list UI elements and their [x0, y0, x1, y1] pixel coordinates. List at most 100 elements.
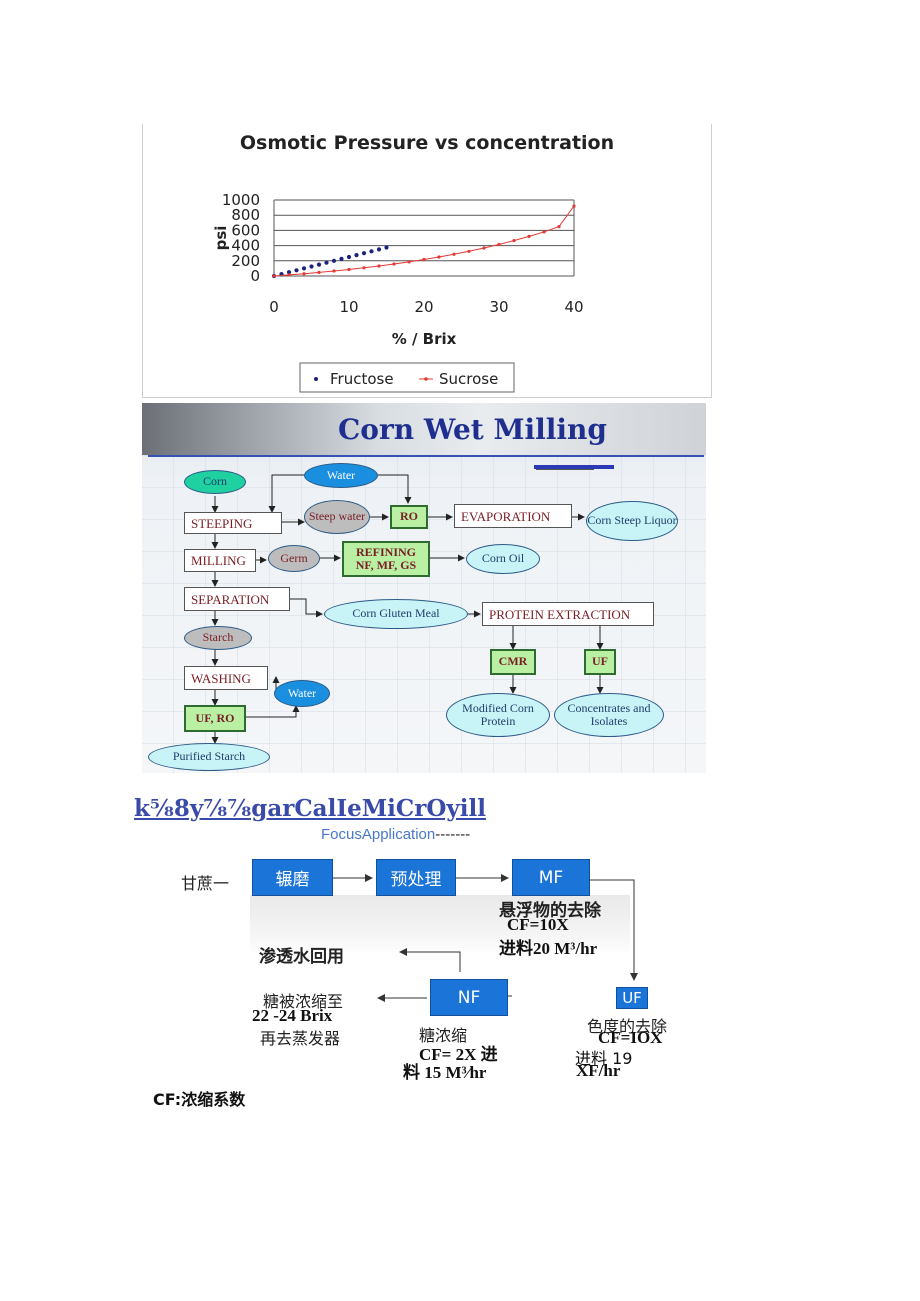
data-point-sucrose	[317, 270, 321, 275]
legend-box	[299, 362, 515, 393]
mf-cf: CF=10X	[507, 915, 569, 934]
data-point-fructose	[376, 247, 382, 252]
legend-label-sucrose: Sucrose	[439, 370, 498, 388]
cmr-box: CMR	[490, 649, 536, 675]
milling-box: MILLING	[184, 549, 256, 572]
sugar-conc-line-1: 糖被浓缩至	[263, 992, 344, 1011]
data-point-sucrose	[572, 204, 576, 208]
title-accent-line	[536, 469, 594, 470]
uf-desc-line-2: CF=IOX	[598, 1028, 663, 1047]
data-point-sucrose	[512, 238, 516, 243]
protein-extraction-box: PROTEIN EXTRACTION	[482, 602, 654, 626]
data-point-sucrose	[272, 274, 276, 278]
modified-corn-protein-node: Modified Corn Protein	[446, 693, 550, 737]
data-point-sucrose	[557, 225, 561, 229]
x-tick-label: 10	[339, 298, 358, 316]
y-tick-label: 200	[231, 252, 260, 270]
data-point-sucrose	[302, 272, 306, 276]
section-heading: k⁵⁄₈8y⁷⁄₈⁷⁄₈garCalIeMiCrOyill	[134, 795, 486, 822]
process-shadow	[250, 895, 630, 955]
title-rule	[148, 455, 704, 457]
nf-desc-line-3: 料 15 M³⁄hr	[403, 1063, 487, 1082]
evaporation-box: EVAPORATION	[454, 504, 572, 528]
data-point-fructose	[301, 266, 307, 271]
uf-desc-line-3: 进料 19	[575, 1049, 633, 1068]
uf-ro-box: UF, RO	[184, 705, 246, 732]
y-tick-label: 1000	[222, 191, 260, 209]
steeping-box: STEEPING	[184, 512, 282, 534]
water-top-node: Water	[304, 463, 378, 488]
data-point-fructose	[331, 258, 337, 263]
data-point-sucrose	[407, 260, 411, 264]
y-axis-label: psi	[212, 226, 230, 251]
ro-box: RO	[390, 505, 428, 529]
focus-application-label: FocusApplication	[321, 826, 436, 843]
data-point-fructose	[369, 249, 374, 254]
starch-node: Starch	[184, 626, 252, 650]
data-point-sucrose	[422, 257, 426, 262]
legend-marker-sucrose	[424, 377, 428, 381]
header-banner	[142, 403, 706, 455]
uf-desc-line-1: 色度的去除	[587, 1017, 668, 1036]
corn-node: Corn	[184, 470, 246, 494]
data-point-fructose	[324, 260, 329, 265]
focus-application: FocusApplication-------	[321, 826, 470, 843]
corn-wet-milling-diagram: Corn Wet Milling	[142, 403, 706, 773]
chart-title: Osmotic Pressure vs concentration	[240, 132, 614, 154]
data-point-sucrose	[377, 264, 381, 268]
y-tick-label: 400	[231, 237, 260, 255]
data-point-sucrose	[542, 230, 546, 234]
data-point-sucrose	[467, 249, 471, 253]
refining-box: REFINING NF, MF, GS	[342, 541, 430, 577]
data-point-sucrose	[452, 252, 456, 256]
x-tick-label: 40	[564, 298, 583, 316]
corn-oil-node: Corn Oil	[466, 544, 540, 574]
concentrates-isolates-node: Concentrates and Isolates	[554, 693, 664, 737]
grinding-box: 辗磨	[252, 859, 333, 896]
x-tick-label: 20	[414, 298, 433, 316]
diagram-title: Corn Wet Milling	[338, 413, 607, 446]
refining-line-1: REFINING	[355, 544, 416, 559]
purified-starch-node: Purified Starch	[148, 743, 270, 771]
input-label: 甘蔗一	[181, 874, 230, 893]
data-point-sucrose	[287, 273, 291, 277]
corn-gluten-meal-node: Corn Gluten Meal	[324, 599, 468, 629]
separation-box: SEPARATION	[184, 587, 290, 611]
data-point-fructose	[346, 254, 352, 260]
refining-line-2: NF, MF, GS	[355, 558, 417, 572]
data-point-sucrose	[392, 262, 396, 266]
data-point-fructose	[294, 268, 299, 273]
washing-box: WASHING	[184, 666, 268, 690]
mf-description: 悬浮物的去除	[499, 901, 601, 921]
permeate-reuse: 渗透水回用	[259, 947, 344, 967]
nf-desc-line-2: CF= 2X 进	[419, 1045, 498, 1064]
x-axis-label: % / Brix	[392, 330, 457, 348]
title-accent-bar	[534, 465, 614, 469]
nf-desc-line-1: 糖浓缩	[419, 1026, 468, 1045]
legend-marker-fructose	[314, 377, 318, 381]
y-tick-label: 0	[250, 267, 260, 285]
uf-box: UF	[584, 649, 616, 675]
sugar-conc-line-2: 22 -24 Brix	[252, 1006, 333, 1025]
data-point-sucrose	[497, 242, 501, 247]
data-point-fructose	[286, 270, 292, 275]
pretreatment-box: 预处理	[376, 859, 456, 896]
footnote-text: CF:浓缩系数	[153, 1090, 246, 1109]
x-tick-label: 0	[269, 298, 279, 316]
data-point-fructose	[309, 264, 314, 269]
data-point-sucrose	[437, 255, 441, 259]
data-point-sucrose	[527, 234, 531, 239]
data-point-sucrose	[362, 266, 366, 270]
data-point-sucrose	[332, 269, 336, 273]
germ-node: Germ	[268, 545, 320, 572]
data-point-fructose	[384, 245, 389, 250]
chart-svg: Osmotic Pressure vs concentration0200400…	[212, 132, 614, 393]
mf-feed: 进料20 M³/hr	[499, 939, 598, 958]
y-tick-label: 800	[231, 206, 260, 224]
nf-box: NF	[430, 979, 508, 1016]
y-tick-label: 600	[231, 221, 260, 239]
uf-box: UF	[616, 987, 648, 1009]
sugar-conc-line-3: 再去蒸发器	[260, 1029, 341, 1048]
